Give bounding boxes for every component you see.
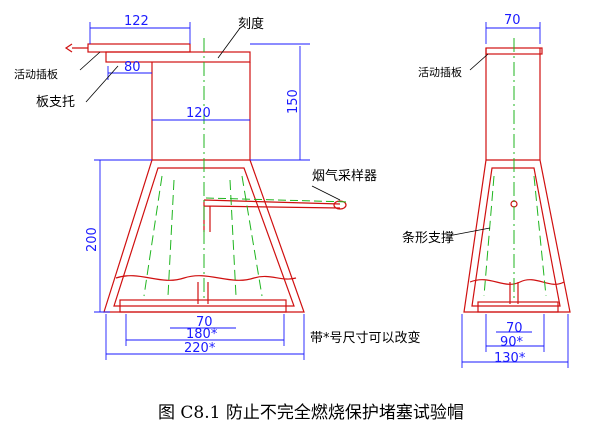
figure-caption: 图 C8.1 防止不完全燃烧保护堵塞试验帽 — [158, 403, 464, 423]
label-strip-support: 条形支撑 — [402, 230, 454, 246]
side-base-outer — [463, 159, 571, 313]
dim-side-top-width: 70 — [504, 13, 521, 28]
front-centerlines — [143, 38, 351, 300]
base-inner — [113, 167, 295, 307]
dim-side-bottom-outer-width: 130* — [494, 351, 526, 366]
dim-base-height: 200 — [85, 227, 100, 252]
dim-side-inner-bottom: 70 — [506, 321, 523, 336]
side-base-inner — [471, 167, 561, 307]
dim-chimney-width: 120 — [186, 106, 211, 121]
sampler-head — [333, 200, 347, 210]
label-movable-plate-left: 活动插板 — [14, 67, 58, 81]
label-variable-note: 带*号尺寸可以改变 — [310, 330, 421, 346]
side-seam — [469, 279, 565, 285]
label-plate-bracket: 板支托 — [36, 95, 75, 110]
label-smoke-sampler: 烟气采样器 — [312, 168, 377, 184]
side-dimensions — [461, 22, 569, 368]
dim-bottom-width: 180* — [186, 327, 218, 342]
sampler-stand — [197, 282, 209, 304]
dim-inner-bottom: 70 — [196, 315, 213, 330]
dim-top-plate-width: 122 — [124, 14, 149, 29]
sampler-pipe — [203, 199, 341, 232]
top-cap — [105, 51, 251, 63]
base-seam — [115, 275, 297, 281]
dim-chimney-height: 150 — [286, 89, 301, 114]
dim-side-bottom-width: 90* — [500, 335, 524, 350]
side-centerlines — [483, 38, 547, 300]
front-dimensions — [89, 22, 310, 360]
label-scale-mark: 刻度 — [238, 16, 264, 32]
dim-bracket-width: 80 — [124, 60, 141, 75]
side-leaders — [447, 53, 491, 237]
front-leaders — [79, 27, 341, 201]
movable-plate — [87, 43, 191, 53]
base-outer — [103, 159, 305, 313]
side-view — [463, 47, 571, 313]
chimney — [151, 62, 251, 160]
base-ring — [119, 299, 287, 313]
plate-handle — [64, 43, 88, 53]
dim-bottom-outer-width: 220* — [184, 341, 216, 356]
front-view — [64, 43, 347, 313]
label-movable-plate-right: 活动插板 — [418, 65, 462, 79]
